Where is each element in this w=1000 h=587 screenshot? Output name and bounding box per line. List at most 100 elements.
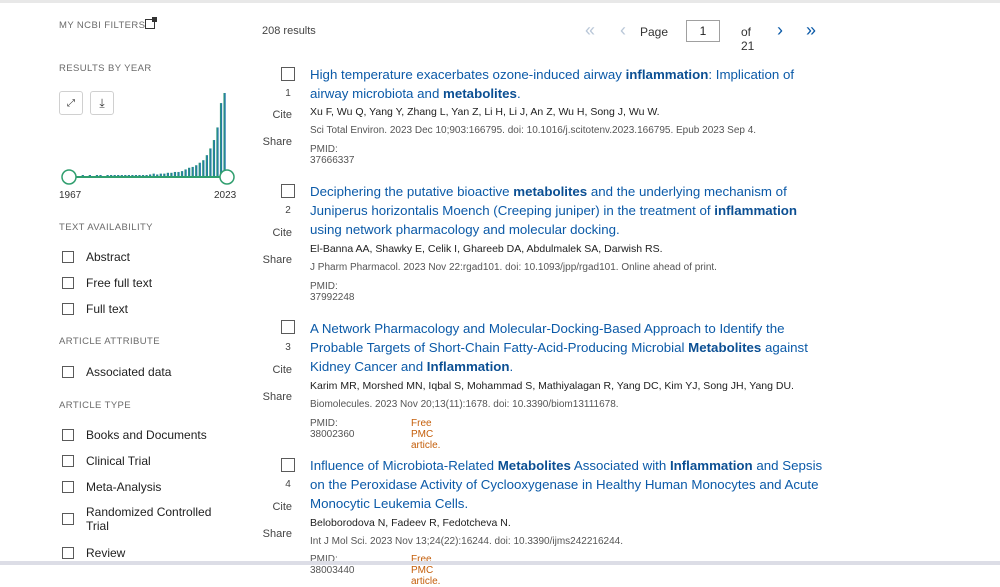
highlighted-term: inflammation: [714, 203, 798, 218]
filter-meta-analysis[interactable]: Meta-Analysis: [62, 480, 161, 494]
result-pmid: PMID: 37666337: [310, 144, 355, 166]
filter-label: Books and Documents: [86, 428, 207, 442]
results-by-year-label: RESULTS BY YEAR: [59, 63, 152, 74]
article-type-title: ARTICLE TYPE: [59, 400, 132, 411]
histogram-bar: [184, 169, 187, 177]
histogram-bar: [216, 127, 219, 177]
highlighted-term: Inflammation: [669, 458, 753, 473]
histogram-bar: [202, 160, 205, 177]
histogram-bar: [163, 173, 166, 177]
checkbox[interactable]: [62, 303, 74, 315]
checkbox[interactable]: [62, 481, 74, 493]
result-checkbox[interactable]: [281, 458, 295, 472]
filter-free-full-text[interactable]: Free full text: [62, 276, 152, 290]
cite-button[interactable]: Cite: [272, 501, 292, 513]
filter-label: Review: [86, 546, 126, 560]
checkbox[interactable]: [62, 547, 74, 559]
cite-button[interactable]: Cite: [272, 364, 292, 376]
cite-button[interactable]: Cite: [272, 227, 292, 239]
result-citation: Sci Total Environ. 2023 Dec 10;903:16679…: [310, 125, 757, 136]
expand-icon: ⤢: [67, 97, 75, 109]
highlighted-term: Metabolites: [688, 340, 762, 355]
free-pmc-article-link[interactable]: Free PMC article.: [411, 554, 441, 587]
page-number-input[interactable]: 1: [686, 20, 720, 42]
last-page-icon[interactable]: »: [806, 20, 817, 40]
checkbox[interactable]: [62, 277, 74, 289]
share-button[interactable]: Share: [262, 254, 292, 266]
histogram-bar: [205, 155, 208, 177]
title-text: against Kidney Cancer and: [310, 340, 808, 374]
result-checkbox[interactable]: [281, 320, 295, 334]
next-page-icon[interactable]: ›: [777, 20, 783, 40]
histogram-bar: [191, 166, 194, 177]
histogram-bar: [166, 172, 169, 177]
title-text: Influence of Microbiota-Related: [310, 458, 498, 473]
checkbox[interactable]: [62, 251, 74, 263]
filter-label: Randomized Controlled Trial: [86, 505, 212, 533]
share-button[interactable]: Share: [262, 528, 292, 540]
result-citation: Int J Mol Sci. 2023 Nov 13;24(22):16244.…: [310, 536, 623, 547]
title-text: and Sepsis on the Peroxidase Activity of…: [310, 458, 823, 511]
results-count: 208 results: [262, 25, 316, 37]
histogram-bar: [180, 171, 184, 177]
checkbox[interactable]: [62, 429, 74, 441]
year-range-end-handle[interactable]: [219, 169, 235, 185]
result-number: 3: [285, 342, 291, 353]
results-by-year-histogram: [61, 93, 235, 185]
expand-chart-button[interactable]: ⤢: [59, 91, 83, 115]
histogram-bar: [152, 173, 155, 177]
filter-label: Clinical Trial: [86, 454, 151, 468]
result-title-link[interactable]: Deciphering the putative bioactive metab…: [310, 182, 830, 239]
histogram-bar: [149, 174, 152, 177]
result-title-link[interactable]: A Network Pharmacology and Molecular-Doc…: [310, 319, 830, 376]
text-availability-title: TEXT AVAILABILITY: [59, 222, 153, 233]
filter-review[interactable]: Review: [62, 546, 125, 560]
year-end-label: 2023: [214, 190, 237, 201]
top-border: [0, 0, 1000, 3]
result-number: 4: [285, 479, 291, 490]
result-checkbox[interactable]: [281, 67, 295, 81]
result-pmid: PMID: 38003440: [310, 554, 355, 576]
checkbox[interactable]: [62, 366, 74, 378]
result-pmid: PMID: 37992248: [310, 281, 355, 303]
title-text: .: [509, 359, 514, 374]
filter-abstract[interactable]: Abstract: [62, 250, 130, 264]
result-authors: Karim MR, Morshed MN, Iqbal S, Mohammad …: [310, 380, 794, 392]
share-button[interactable]: Share: [262, 136, 292, 148]
histogram-bar: [219, 103, 223, 177]
result-title-link[interactable]: High temperature exacerbates ozone-induc…: [310, 65, 830, 103]
checkbox[interactable]: [62, 455, 74, 467]
filter-full-text[interactable]: Full text: [62, 302, 128, 316]
filter-randomized-controlled-trial[interactable]: Randomized Controlled Trial: [62, 505, 226, 533]
cite-button[interactable]: Cite: [272, 109, 292, 121]
highlighted-term: metabolites: [513, 184, 588, 199]
histogram-bar: [198, 162, 201, 177]
previous-page-icon[interactable]: ‹: [620, 20, 626, 40]
filter-clinical-trial[interactable]: Clinical Trial: [62, 454, 151, 468]
title-text: .: [516, 86, 521, 101]
external-link-icon[interactable]: [145, 17, 157, 29]
year-range-start-handle[interactable]: [61, 169, 77, 185]
histogram-bar: [223, 93, 226, 177]
download-chart-button[interactable]: ⤓: [90, 91, 114, 115]
histogram-bar: [173, 171, 177, 177]
result-checkbox[interactable]: [281, 184, 295, 198]
my-ncbi-filters-label[interactable]: MY NCBI FILTERS: [59, 20, 146, 31]
share-button[interactable]: Share: [262, 391, 292, 403]
year-start-label: 1967: [59, 190, 82, 201]
filter-associated-data[interactable]: Associated data: [62, 365, 171, 379]
filter-label: Associated data: [86, 365, 172, 379]
result-title-link[interactable]: Influence of Microbiota-Related Metaboli…: [310, 456, 830, 513]
checkbox[interactable]: [62, 513, 74, 525]
title-text: and the underlying mechanism of Juniperu…: [310, 184, 787, 218]
filter-books-and-documents[interactable]: Books and Documents: [62, 428, 207, 442]
filter-label: Abstract: [86, 250, 131, 264]
result-citation: Biomolecules. 2023 Nov 20;13(11):1678. d…: [310, 399, 619, 410]
result-number: 2: [285, 205, 291, 216]
first-page-icon[interactable]: «: [585, 20, 596, 40]
free-pmc-article-link[interactable]: Free PMC article.: [411, 418, 441, 451]
title-text: Associated with: [570, 458, 670, 473]
filter-label: Free full text: [86, 276, 153, 290]
filter-label: Full text: [86, 302, 129, 316]
result-number: 1: [285, 88, 291, 99]
